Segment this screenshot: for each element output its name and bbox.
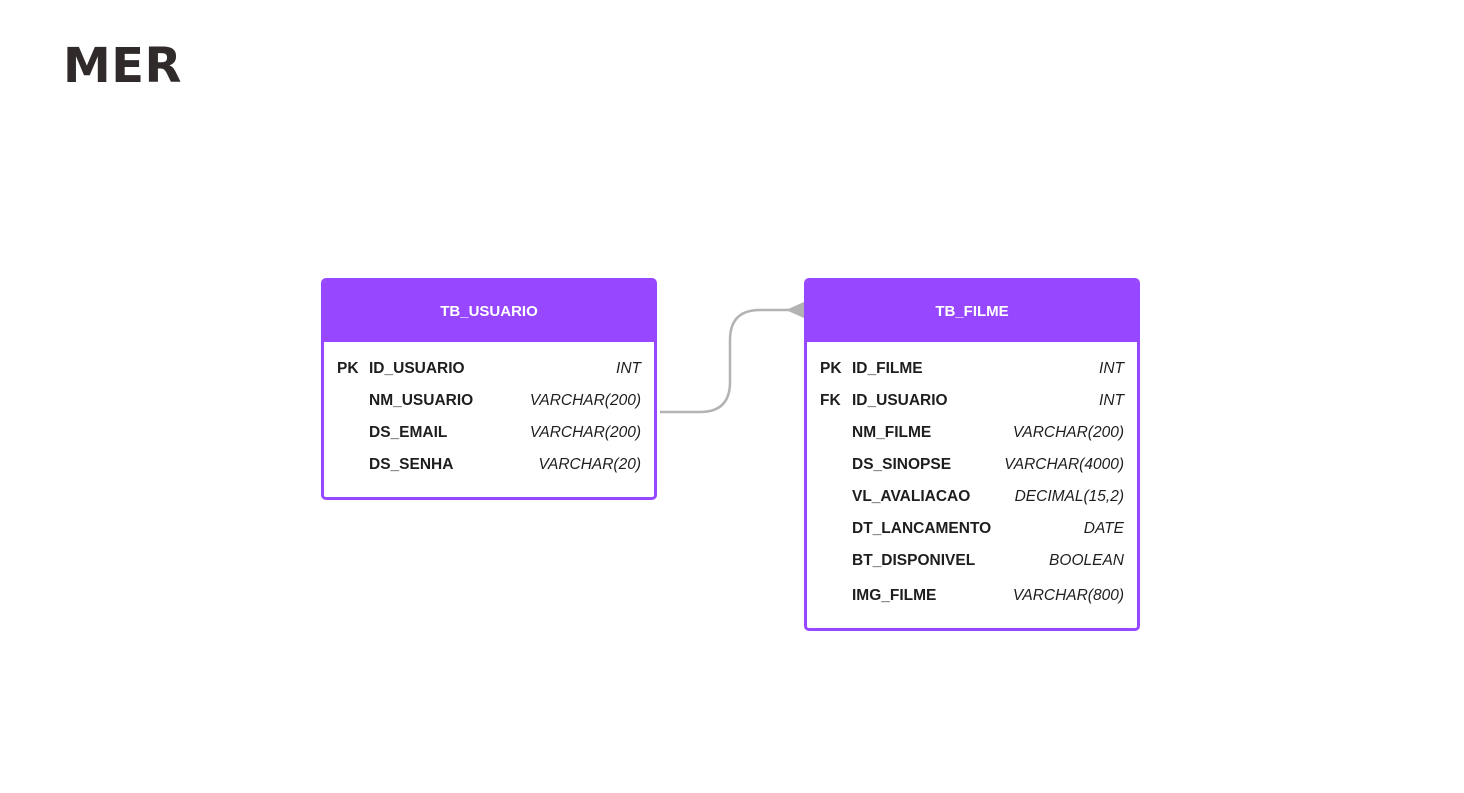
- attribute-name: BT_DISPONIVEL: [852, 552, 976, 569]
- attribute-key: PK: [337, 360, 359, 377]
- attribute-type: INT: [616, 360, 641, 377]
- attribute-key: PK: [820, 360, 842, 377]
- attribute-name: DS_SINOPSE: [852, 456, 952, 473]
- attribute-type: DECIMAL(15,2): [1014, 488, 1124, 505]
- attribute-row: DS_SENHA VARCHAR(20): [324, 449, 654, 481]
- attribute-name: ID_USUARIO: [369, 360, 465, 377]
- attribute-name: VL_AVALIACAO: [852, 488, 971, 505]
- entity-tb-filme[interactable]: TB_FILME PK ID_FILME INT FK ID_USUARIO I…: [804, 278, 1140, 631]
- attribute-name: DS_SENHA: [369, 456, 454, 473]
- attribute-type: BOOLEAN: [1049, 552, 1124, 569]
- entity-header: TB_USUARIO: [324, 281, 654, 342]
- attribute-name: NM_USUARIO: [369, 392, 474, 409]
- entity-attributes: PK ID_USUARIO INT NM_USUARIO VARCHAR(200…: [324, 342, 654, 481]
- attribute-row: NM_USUARIO VARCHAR(200): [324, 385, 654, 417]
- attribute-name: ID_USUARIO: [852, 392, 948, 409]
- attribute-key: FK: [820, 392, 841, 409]
- attribute-type: VARCHAR(800): [1012, 587, 1124, 604]
- attribute-name: IMG_FILME: [852, 587, 937, 604]
- page-title: MER: [63, 38, 183, 94]
- attribute-name: NM_FILME: [852, 424, 932, 441]
- attribute-type: DATE: [1083, 520, 1124, 537]
- attribute-row: PK ID_USUARIO INT: [324, 353, 654, 385]
- attribute-type: VARCHAR(200): [529, 392, 641, 409]
- attribute-type: INT: [1099, 360, 1124, 377]
- attribute-row: PK ID_FILME INT: [807, 353, 1137, 385]
- attribute-type: VARCHAR(200): [529, 424, 641, 441]
- attribute-type: VARCHAR(20): [538, 456, 642, 473]
- attribute-row: IMG_FILME VARCHAR(800): [807, 577, 1137, 615]
- attribute-type: VARCHAR(4000): [1004, 456, 1124, 473]
- entity-tb-usuario[interactable]: TB_USUARIO PK ID_USUARIO INT NM_USUARIO …: [321, 278, 657, 500]
- entity-header: TB_FILME: [807, 281, 1137, 342]
- entity-attributes: PK ID_FILME INT FK ID_USUARIO INT NM_FIL…: [807, 342, 1137, 615]
- attribute-type: INT: [1099, 392, 1124, 409]
- attribute-row: NM_FILME VARCHAR(200): [807, 417, 1137, 449]
- attribute-name: DT_LANCAMENTO: [852, 520, 992, 537]
- attribute-name: DS_EMAIL: [369, 424, 448, 441]
- attribute-row: BT_DISPONIVEL BOOLEAN: [807, 545, 1137, 577]
- attribute-type: VARCHAR(200): [1012, 424, 1124, 441]
- attribute-row: DT_LANCAMENTO DATE: [807, 513, 1137, 545]
- attribute-row: DS_SINOPSE VARCHAR(4000): [807, 449, 1137, 481]
- attribute-name: ID_FILME: [852, 360, 923, 377]
- relationship-arrow-icon: [786, 301, 806, 319]
- attribute-row: FK ID_USUARIO INT: [807, 385, 1137, 417]
- attribute-row: DS_EMAIL VARCHAR(200): [324, 417, 654, 449]
- attribute-row: VL_AVALIACAO DECIMAL(15,2): [807, 481, 1137, 513]
- relationship-connector[interactable]: [660, 308, 790, 414]
